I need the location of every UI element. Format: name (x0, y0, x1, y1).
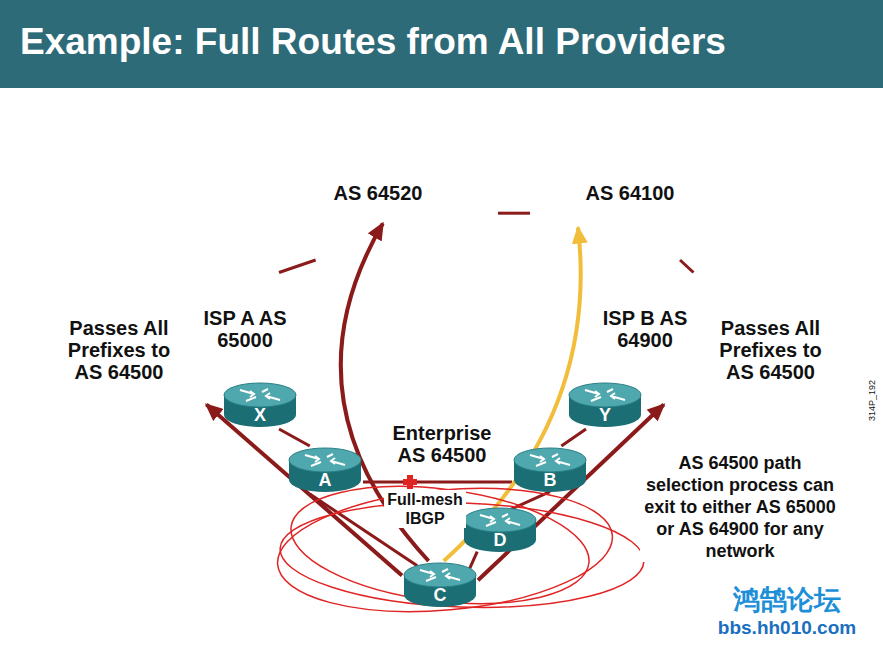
note: AS 64500 path selection process can exit… (640, 452, 840, 562)
router-name: B (512, 469, 588, 491)
cloud-title: ISP B AS 64900 (590, 307, 700, 351)
cloud-note: Passes All Prefixes to AS 64500 (708, 317, 833, 383)
cloud-shape (15, 265, 353, 423)
connector (279, 260, 316, 273)
router: A (287, 446, 363, 494)
title: Example: Full Routes from All Providers (20, 20, 880, 64)
connector (561, 429, 586, 446)
router-name: D (462, 529, 538, 551)
cloud-note: Full-mesh IBGP (384, 490, 466, 528)
cloud-note: Passes All Prefixes to AS 64500 (58, 317, 180, 383)
as-cloud: AS 64100 (530, 130, 770, 260)
router: B (512, 446, 588, 494)
cloud-title: AS 64100 (570, 182, 690, 204)
router-name: X (222, 404, 298, 426)
connector (680, 260, 694, 273)
router-name: Y (567, 404, 643, 426)
figure-code: 314P_192 (867, 371, 878, 431)
router: D (462, 506, 538, 554)
as-cloud: AS 64520 (258, 130, 498, 260)
watermark: 鸿鹄论坛 (712, 584, 862, 616)
watermark: bbs.hh010.com (712, 617, 862, 639)
router: Y (567, 381, 643, 429)
red-cross (403, 475, 417, 489)
connector (363, 481, 512, 484)
as-cloud: Enterprise AS 64500Full-mesh IBGP A B D C (280, 420, 610, 620)
title-band: Example: Full Routes from All Providers (0, 0, 883, 88)
hand-ellipse (284, 471, 595, 619)
router-name: A (287, 469, 363, 491)
connector (478, 405, 664, 581)
connector (206, 405, 402, 576)
cloud-title: Enterprise AS 64500 (382, 422, 502, 466)
router: X (222, 381, 298, 429)
cloud-title: AS 64520 (318, 182, 438, 204)
cloud-title: ISP A AS 65000 (190, 307, 300, 351)
connector (498, 212, 530, 215)
router: C (402, 561, 478, 609)
connector (279, 429, 310, 446)
router-name: C (402, 584, 478, 606)
